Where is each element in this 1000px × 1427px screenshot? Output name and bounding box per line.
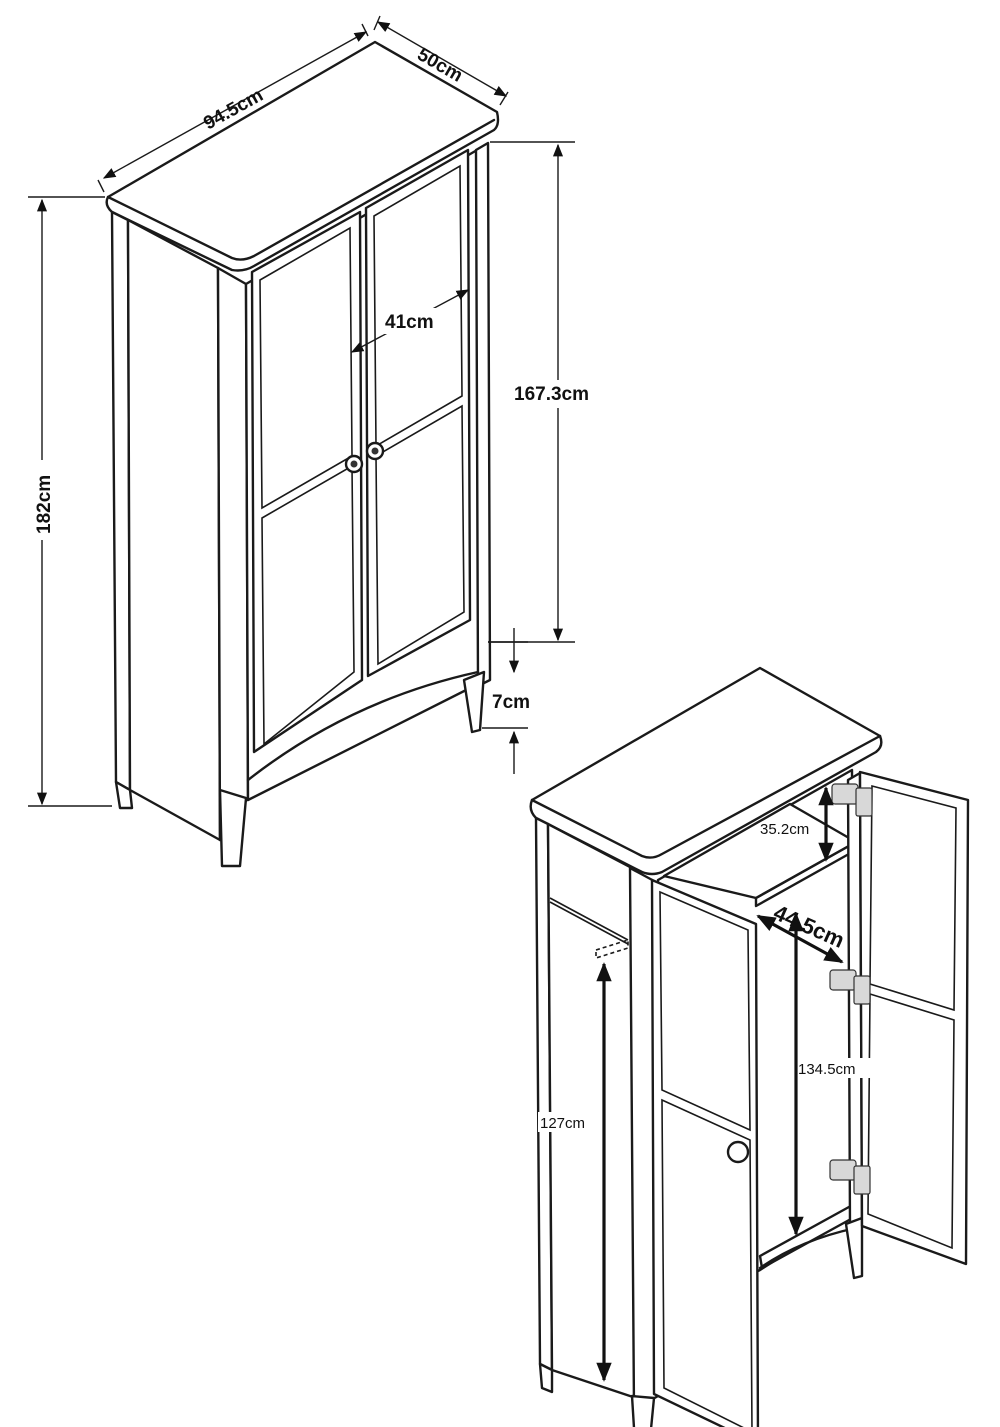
open-left-door xyxy=(650,878,760,1427)
leg-height-label: 7cm xyxy=(492,692,530,713)
depth-dimension-line xyxy=(376,21,508,97)
hanging-height-label: 127cm xyxy=(540,1115,585,1132)
body-height-label: 167.3cm xyxy=(514,384,589,405)
closed-dimensions: 94.5cm 50cm 182cm 167.3cm 41cm 7cm xyxy=(28,15,606,807)
hanging-rail xyxy=(595,938,629,960)
closed-front-post xyxy=(216,266,250,842)
width-dimension-line xyxy=(102,31,368,179)
door-width-label: 41cm xyxy=(385,312,434,333)
hinge-top-icon xyxy=(831,783,873,817)
hinge-bottom-icon xyxy=(829,1159,871,1195)
closed-right-door xyxy=(364,148,472,678)
closed-wardrobe xyxy=(105,40,500,868)
open-top-slab xyxy=(529,666,883,876)
shelf-gap-label: 35.2cm xyxy=(760,821,809,838)
hinge-middle-icon xyxy=(829,969,871,1005)
open-wardrobe xyxy=(529,666,970,1427)
height-label: 182cm xyxy=(34,475,55,534)
inner-height-label: 134.5cm xyxy=(798,1061,856,1078)
open-door-knob-icon xyxy=(726,1140,750,1164)
closed-back-leg xyxy=(114,780,134,810)
closed-right-leg xyxy=(462,670,486,734)
